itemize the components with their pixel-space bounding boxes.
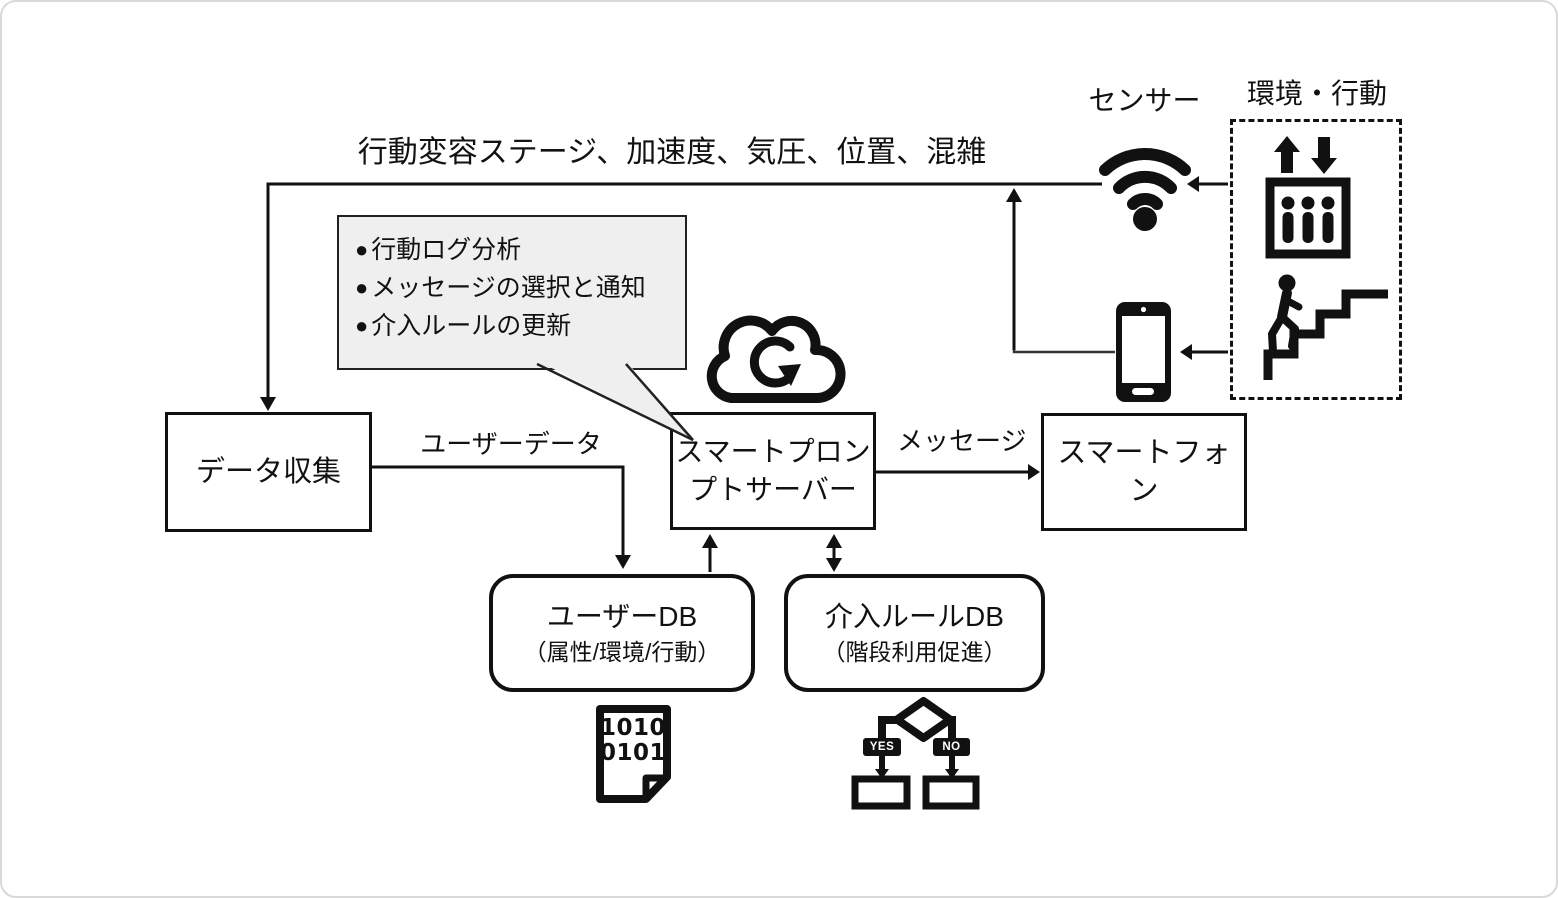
callout-item: ●メッセージの選択と通知 xyxy=(355,274,646,302)
edge-label-message: メッセージ xyxy=(897,426,1027,456)
arrowheads xyxy=(260,176,1199,572)
elevator-icon xyxy=(1265,136,1351,259)
decision-tree-icon xyxy=(851,697,980,810)
node-user-db: ユーザーDB （属性/環境/行動） xyxy=(489,574,755,692)
cloud-sync-icon xyxy=(706,315,846,403)
callout-item: ●介入ルールの更新 xyxy=(355,312,572,340)
bullet-icon: ● xyxy=(355,275,369,300)
environment-behavior-label: 環境・行動 xyxy=(1246,78,1387,109)
bullet-icon: ● xyxy=(355,237,369,262)
edge-label-user-data: ユーザーデータ xyxy=(420,429,602,459)
server-functions-callout: ●行動ログ分析 ●メッセージの選択と通知 ●介入ルールの更新 xyxy=(337,215,694,442)
binary-document-icon xyxy=(596,705,671,803)
smartphone-icon xyxy=(1116,302,1171,402)
binary-doc-line2: 0101 xyxy=(600,740,667,766)
edge-sensor-to-data-collection xyxy=(266,182,1102,398)
wifi-sensor-icon xyxy=(1099,148,1191,231)
edge-smartphone-to-sensor-line xyxy=(1012,202,1115,354)
yes-badge: YES xyxy=(863,738,901,756)
node-intervention-rule-db: 介入ルールDB （階段利用促進） xyxy=(784,574,1045,692)
no-badge: NO xyxy=(933,738,970,756)
node-smart-prompt-server: スマートプロン プトサーバー xyxy=(670,412,876,530)
node-data-collection: データ収集 xyxy=(165,412,372,532)
person-climbing-stairs-icon xyxy=(1263,274,1388,380)
callout-item: ●行動ログ分析 xyxy=(355,236,522,264)
binary-doc-line1: 1010 xyxy=(600,715,667,741)
callout-tail xyxy=(536,362,694,442)
environment-behavior-box xyxy=(1230,119,1402,400)
sensor-label: センサー xyxy=(1088,85,1201,116)
bullet-icon: ● xyxy=(355,313,369,338)
edge-user-data xyxy=(372,465,625,555)
sensor-data-flow-label: 行動変容ステージ、加速度、気圧、位置、混雑 xyxy=(357,136,987,169)
node-smartphone: スマートフォン xyxy=(1041,413,1247,531)
